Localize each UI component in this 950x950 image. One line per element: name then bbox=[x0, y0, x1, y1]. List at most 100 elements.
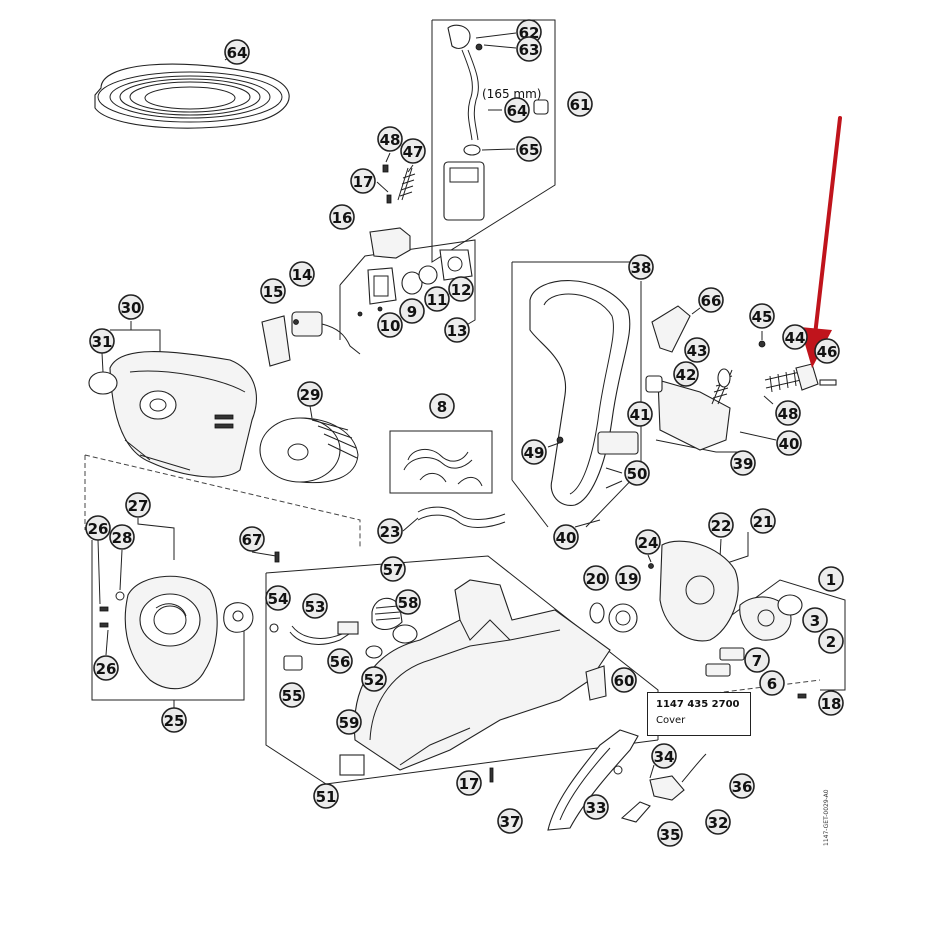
callout-34: 34 bbox=[651, 743, 677, 769]
part-oil-fuel bbox=[283, 597, 418, 671]
callout-circle bbox=[775, 400, 801, 426]
callout-46: 46 bbox=[814, 338, 840, 364]
callout-10: 10 bbox=[377, 312, 403, 338]
drawing-code: 1147-GET-0029-A0 bbox=[823, 789, 830, 846]
callout-circle bbox=[380, 556, 406, 582]
callout-label: 63 bbox=[519, 41, 540, 59]
callout-45: 45 bbox=[749, 303, 775, 329]
callout-circle bbox=[377, 126, 403, 152]
callout-52: 52 bbox=[361, 666, 387, 692]
callout-label: 23 bbox=[380, 523, 401, 541]
callout-circle bbox=[627, 401, 653, 427]
callout-label: 40 bbox=[556, 529, 577, 547]
callout-circle bbox=[708, 512, 734, 538]
callout-label: 47 bbox=[403, 143, 424, 161]
callout-label: 64 bbox=[507, 102, 528, 120]
callout-66: 66 bbox=[698, 287, 724, 313]
callout-17b: 17 bbox=[456, 770, 482, 796]
part-starter bbox=[97, 539, 280, 690]
callout-14: 14 bbox=[289, 261, 315, 287]
callout-label: 54 bbox=[268, 590, 289, 608]
callout-circle bbox=[673, 361, 699, 387]
callout-21: 21 bbox=[750, 508, 776, 534]
callout-circle bbox=[504, 97, 530, 123]
callout-label: 64 bbox=[227, 44, 248, 62]
callout-43: 43 bbox=[684, 337, 710, 363]
callout-16: 16 bbox=[329, 204, 355, 230]
part-description: Cover bbox=[656, 715, 686, 726]
callout-label: 12 bbox=[451, 281, 472, 299]
callout-64b: 64 bbox=[504, 97, 530, 123]
dimension-label: (165 mm) bbox=[482, 87, 541, 101]
callout-label: 10 bbox=[380, 317, 401, 335]
callout-48a: 48 bbox=[377, 126, 403, 152]
callout-circle bbox=[497, 808, 523, 834]
callout-circle bbox=[624, 460, 650, 486]
callout-circle bbox=[224, 39, 250, 65]
callout-label: 66 bbox=[701, 292, 722, 310]
callout-circle bbox=[125, 492, 151, 518]
callout-41: 41 bbox=[627, 401, 653, 427]
callout-9: 9 bbox=[399, 298, 425, 324]
callout-label: 59 bbox=[339, 714, 360, 732]
callout-label: 30 bbox=[121, 299, 142, 317]
callout-circle bbox=[516, 136, 542, 162]
callout-label: 25 bbox=[164, 712, 185, 730]
part-cover bbox=[88, 351, 257, 478]
callout-circle bbox=[583, 565, 609, 591]
callout-24: 24 bbox=[635, 529, 661, 555]
callout-13: 13 bbox=[444, 317, 470, 343]
callout-circle bbox=[395, 589, 421, 615]
callout-11: 11 bbox=[424, 286, 450, 312]
callout-label: 20 bbox=[586, 570, 607, 588]
callout-label: 9 bbox=[407, 303, 417, 321]
callout-circle bbox=[730, 450, 756, 476]
callout-circle bbox=[239, 526, 265, 552]
callout-65: 65 bbox=[516, 136, 542, 162]
callout-circle bbox=[377, 518, 403, 544]
callout-label: 65 bbox=[519, 141, 540, 159]
callout-circle bbox=[260, 278, 286, 304]
callout-38: 38 bbox=[628, 254, 654, 280]
callout-circle bbox=[818, 566, 844, 592]
callout-label: 17 bbox=[353, 173, 374, 191]
callout-label: 53 bbox=[305, 598, 326, 616]
callout-label: 26 bbox=[88, 520, 109, 538]
callout-circle bbox=[329, 204, 355, 230]
callout-15: 15 bbox=[260, 278, 286, 304]
callout-circle bbox=[744, 647, 770, 673]
callout-circle bbox=[802, 607, 828, 633]
callout-label: 6 bbox=[767, 675, 777, 693]
callout-label: 17 bbox=[459, 775, 480, 793]
callout-label: 58 bbox=[398, 594, 419, 612]
callout-circle bbox=[313, 783, 339, 809]
callout-circle bbox=[521, 439, 547, 465]
callout-circle bbox=[749, 303, 775, 329]
callout-circle bbox=[818, 628, 844, 654]
callout-53: 53 bbox=[302, 593, 328, 619]
callout-label: 43 bbox=[687, 342, 708, 360]
callout-33: 33 bbox=[583, 794, 609, 820]
callout-circle bbox=[782, 324, 808, 350]
callout-30: 30 bbox=[118, 294, 144, 320]
callout-circle bbox=[657, 821, 683, 847]
callout-2: 2 bbox=[818, 628, 844, 654]
callout-circle bbox=[327, 648, 353, 674]
callout-51: 51 bbox=[313, 783, 339, 809]
callout-circle bbox=[350, 168, 376, 194]
callout-circle bbox=[302, 593, 328, 619]
part-hoses bbox=[402, 448, 506, 532]
callout-54: 54 bbox=[265, 585, 291, 611]
callout-23: 23 bbox=[377, 518, 403, 544]
callout-circle bbox=[615, 565, 641, 591]
callout-56: 56 bbox=[327, 648, 353, 674]
callout-circle bbox=[611, 667, 637, 693]
callout-label: 67 bbox=[242, 531, 263, 549]
callout-label: 56 bbox=[330, 653, 351, 671]
callout-circle bbox=[444, 317, 470, 343]
callout-label: 36 bbox=[732, 778, 753, 796]
callout-label: 57 bbox=[383, 561, 404, 579]
callout-40b: 40 bbox=[553, 524, 579, 550]
callout-39: 39 bbox=[730, 450, 756, 476]
